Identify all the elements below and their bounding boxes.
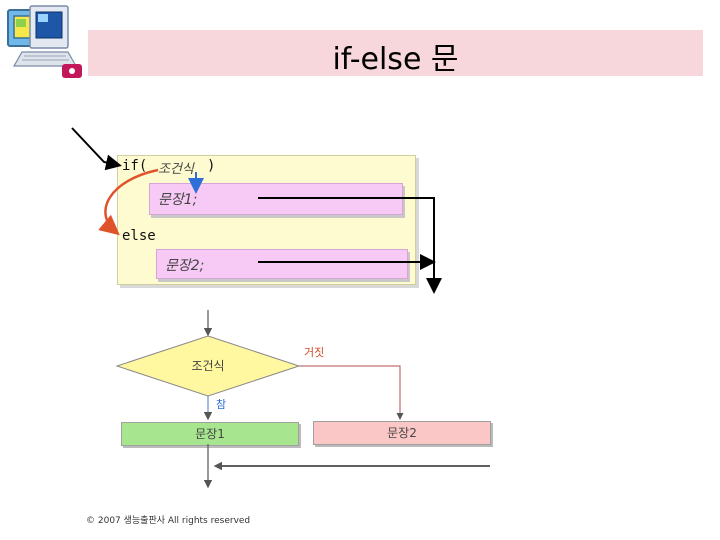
if-keyword: if( [122, 158, 148, 174]
false-branch-box: 문장2 [313, 421, 491, 445]
statement1-exit-arrow [258, 197, 442, 294]
entry-arrow [71, 127, 122, 171]
true-branch-label: 문장1 [195, 427, 225, 441]
false-branch-line [299, 365, 404, 420]
computer-logo-icon [7, 5, 82, 78]
close-paren: ) [207, 158, 216, 174]
statement2-box: 문장2; [156, 249, 408, 279]
slide-title: if-else 문 [332, 42, 459, 77]
false-label: 거짓 [304, 346, 324, 359]
code-condition: 조건식 [158, 162, 194, 177]
true-label: 참 [216, 398, 226, 411]
false-path-arrow [98, 168, 159, 236]
false-branch-label: 문장2 [387, 426, 417, 440]
copyright-footer: © 2007 생능출판사 All rights reserved [86, 516, 251, 526]
title-band: if-else 문 [88, 30, 703, 77]
decision-label: 조건식 [191, 359, 224, 373]
true-branch-box: 문장1 [121, 422, 299, 446]
else-keyword: else [122, 228, 156, 244]
statement1-label: 문장1; [158, 192, 198, 208]
statement2-label: 문장2; [165, 258, 205, 274]
